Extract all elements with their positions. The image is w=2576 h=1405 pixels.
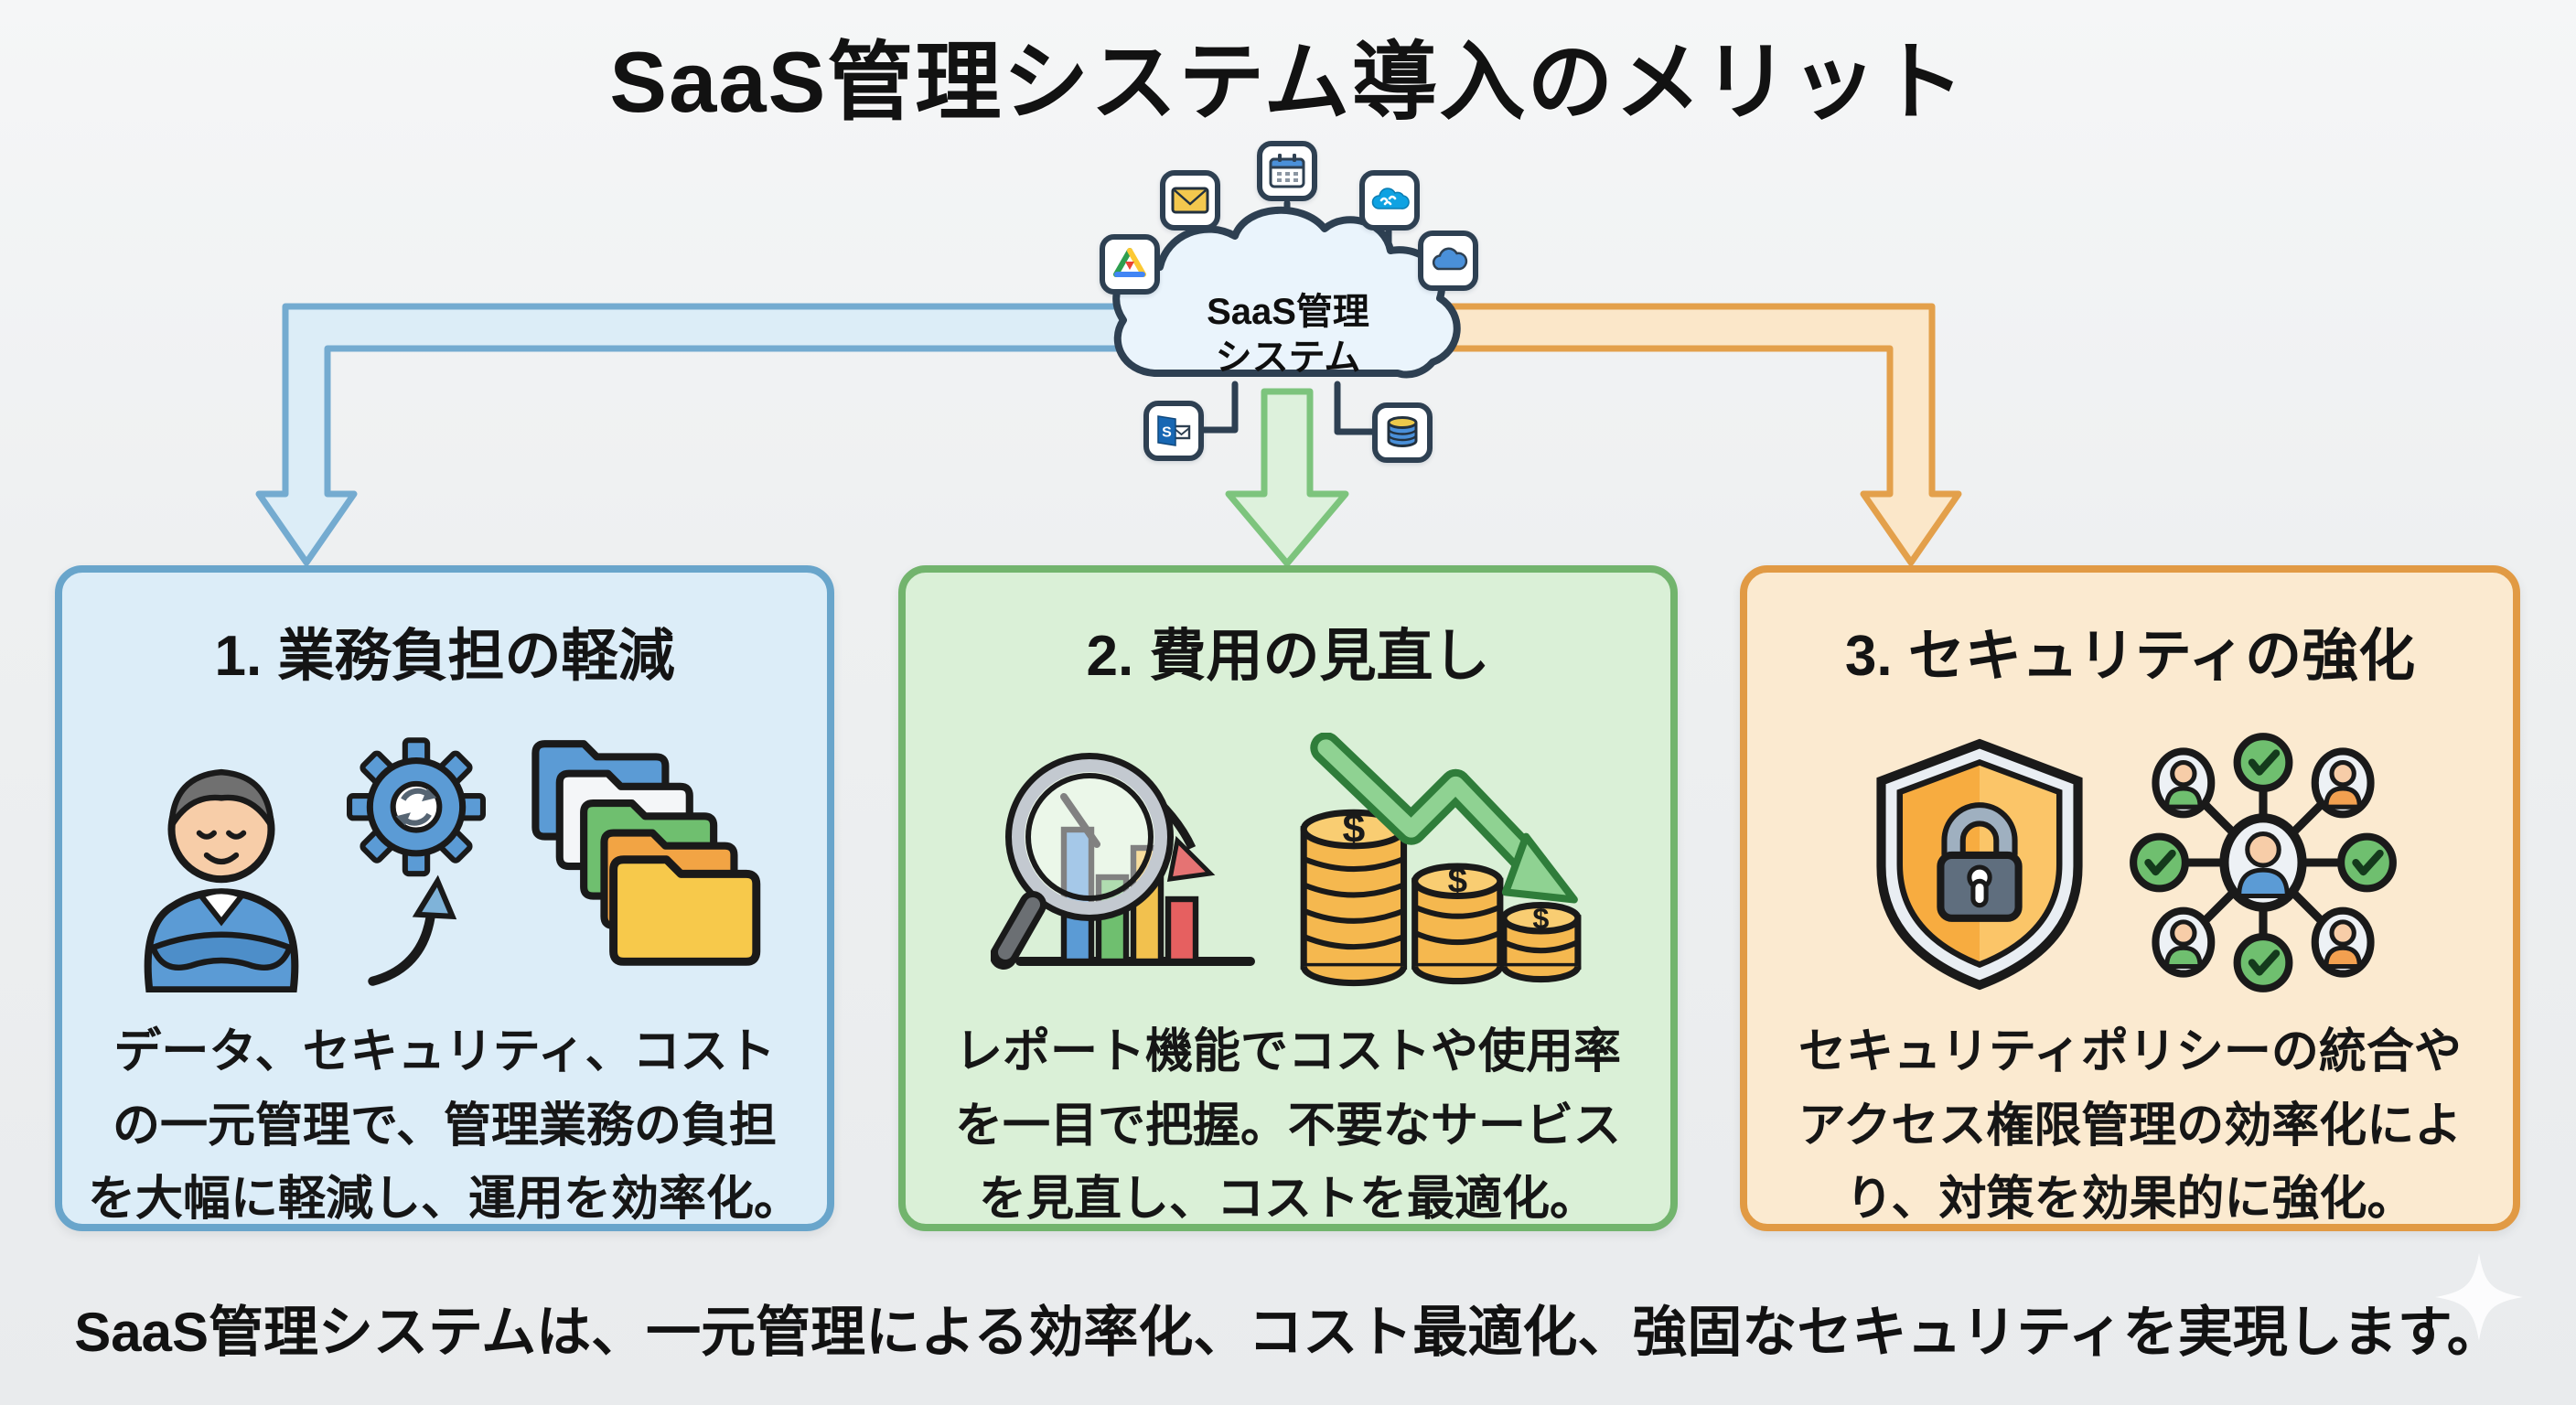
benefit-title: 3. セキュリティの強化 — [1844, 625, 2416, 688]
coin-stacks-decline-icon: $ $ $ — [1300, 733, 1582, 987]
app-tile-cloud-storage — [1418, 231, 1478, 291]
shield-lock-icon — [1875, 738, 2083, 991]
svg-text:$: $ — [1448, 861, 1467, 900]
benefit-title: 2. 費用の見直し — [1086, 625, 1490, 688]
app-tile-database — [1372, 402, 1433, 463]
svg-text:$: $ — [1342, 807, 1365, 852]
svg-text:S: S — [1162, 425, 1172, 441]
calendar-icon — [1269, 154, 1305, 188]
access-network-icon — [2129, 733, 2397, 992]
cloud-storage-icon — [1432, 247, 1468, 271]
arrow-to-benefit-3 — [1368, 303, 1962, 566]
benefit-panel-workload: 1. 業務負担の軽減 — [55, 565, 834, 1231]
app-tile-salesforce — [1359, 170, 1420, 231]
app-tile-email — [1160, 170, 1220, 231]
gear-sync-icon — [347, 737, 486, 986]
cost-analysis-icon — [991, 753, 1255, 970]
benefit-description: レポート機能でコストや使用率 を一目で把握。不要なサービス を見直し、コストを最… — [954, 1025, 1621, 1227]
saas-hub-label: SaaS管理 システム — [1207, 292, 1369, 378]
user-nodes — [2151, 747, 2375, 978]
benefit-description: データ、セキュリティ、コスト の一元管理で、管理業務の負担 を大幅に軽減し、運用… — [87, 1025, 801, 1227]
page-title: SaaS管理システム導入のメリット — [609, 34, 1967, 130]
benefit-panel-security: 3. セキュリティの強化 — [1740, 565, 2520, 1231]
benefit-icons — [62, 712, 827, 1014]
summary-text: SaaS管理システムは、一元管理による効率化、コスト最適化、強固なセキュリティを… — [74, 1302, 2502, 1363]
benefit-description: セキュリティポリシーの統合や アクセス権限管理の効率化によ り、対策を効果的に強… — [1798, 1025, 2463, 1227]
database-icon — [1387, 416, 1418, 447]
check-nodes — [2129, 733, 2397, 992]
arrow-to-benefit-2 — [1225, 388, 1349, 567]
outlook-mail-icon: S — [1157, 415, 1191, 446]
app-tile-google-drive — [1100, 234, 1160, 295]
benefit-icons — [1747, 712, 2513, 1014]
central-user-node — [2218, 813, 2307, 912]
manager-person-icon — [144, 768, 299, 992]
google-drive-icon — [1113, 248, 1146, 277]
svg-text:$: $ — [1532, 902, 1549, 935]
benefit-panel-cost: 2. 費用の見直し — [898, 565, 1678, 1231]
app-tile-calendar — [1257, 141, 1317, 201]
benefit-title: 1. 業務負担の軽減 — [214, 625, 675, 688]
salesforce-cloud-icon — [1371, 188, 1410, 209]
email-icon — [1171, 187, 1209, 214]
app-tile-outlook: S — [1143, 401, 1204, 461]
folder-stack-icon — [531, 740, 761, 966]
benefit-icons: $ $ $ — [906, 712, 1670, 1014]
arrow-to-benefit-1 — [255, 303, 1211, 566]
